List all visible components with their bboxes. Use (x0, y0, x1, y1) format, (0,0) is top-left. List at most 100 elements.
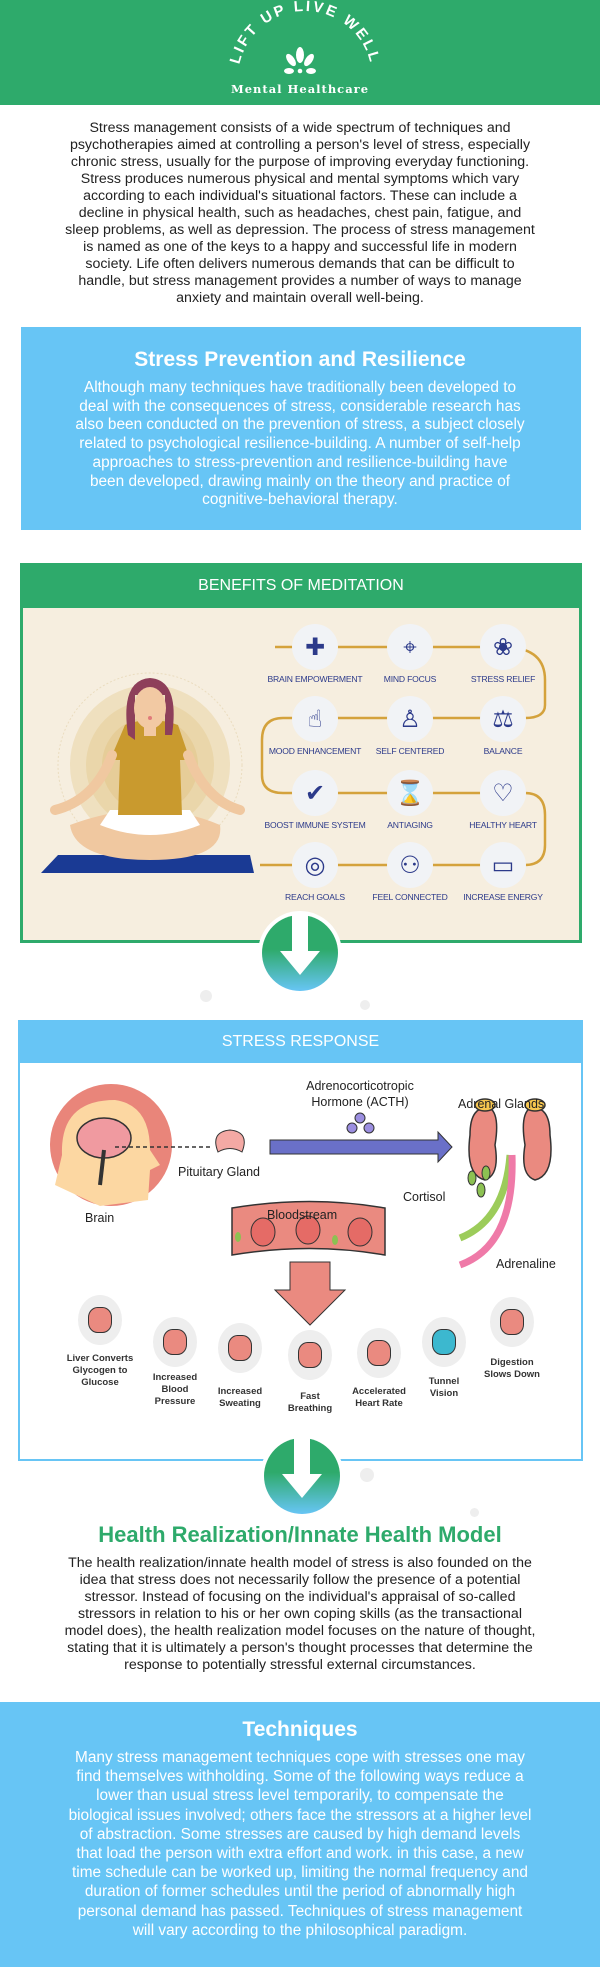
intro-paragraph: Stress management consists of a wide spe… (0, 120, 600, 307)
lungs-icon (288, 1330, 332, 1380)
hair (126, 678, 174, 740)
benefit-label: BOOST IMMUNE SYSTEM (264, 820, 366, 830)
header-banner: LIFT UP LIVE WELL Mental Healthcare (0, 0, 600, 105)
prevention-panel (21, 327, 581, 530)
health-model-title: Health Realization/Innate Health Model (98, 1522, 502, 1547)
benefit-label: BRAIN EMPOWERMENT (267, 674, 363, 684)
benefit-label: SELF CENTERED (375, 746, 445, 756)
text-line: society. Life often delivers numerous de… (85, 256, 515, 272)
effect-label-line: Liver Converts (66, 1353, 134, 1364)
text-line: personal demand has passed. Techniques o… (77, 1902, 523, 1920)
scales-icon: ⚖ (480, 696, 526, 742)
brain-plus-icon: ✚ (292, 624, 338, 670)
battery-icon: ▭ (480, 842, 526, 888)
person-centered-icon: ♙ (387, 696, 433, 742)
techniques-panel (0, 1702, 600, 1967)
effect-label-line: Fast (300, 1391, 320, 1402)
effect-label-line: Glucose (81, 1377, 119, 1388)
benefit-label: FEEL CONNECTED (372, 892, 448, 902)
eye-icon (422, 1317, 466, 1367)
logo: LIFT UP LIVE WELL Mental Healthcare (227, 0, 381, 96)
acth-label-line2: Hormone (ACTH) (311, 1095, 409, 1109)
text-line: Although many techniques have traditiona… (83, 379, 517, 396)
effect-label-line: Vision (429, 1388, 459, 1399)
benefit-label: ANTIAGING (387, 820, 433, 830)
text-line: Stress produces numerous physical and me… (80, 171, 520, 187)
effect-label-line: Glycogen to (72, 1365, 128, 1376)
brain-head-illustration (50, 1084, 172, 1206)
prevention-title: Stress Prevention and Resilience (134, 348, 466, 371)
brain-label: Brain (85, 1211, 115, 1225)
benefit-label: MOOD ENHANCEMENT (268, 746, 362, 756)
lotus-icon (284, 47, 316, 74)
text-line: decline in physical health, such as head… (78, 205, 522, 221)
benefits-title: BENEFITS OF MEDITATION (20, 563, 582, 608)
cortisol-pills-icon (467, 1165, 491, 1198)
adrenaline-arrow (458, 1154, 516, 1269)
effect-label-line: Increased (152, 1372, 198, 1383)
stress-response-title: STRESS RESPONSE (18, 1020, 583, 1063)
text-line: Many stress management techniques cope w… (75, 1749, 525, 1766)
adrenal-glands-icon (468, 1098, 552, 1181)
decor-dot (360, 1000, 370, 1010)
shirt (110, 720, 190, 815)
logo-text: LIFT UP LIVE WELL (227, 0, 381, 66)
effect-label-line: Digestion (490, 1357, 534, 1368)
text-line: approaches to stress-prevention and resi… (92, 453, 508, 471)
text-line: is named as one of the keys to a happy a… (83, 239, 517, 255)
effect-label-line: Tunnel (428, 1376, 460, 1387)
two-people-icon: ⚇ (387, 842, 433, 888)
arrow-down-icon (280, 915, 320, 975)
benefit-label: HEALTHY HEART (469, 820, 537, 830)
text-line: been developed, drawing mainly on the th… (89, 472, 511, 490)
techniques-paragraph: Many stress management techniques cope w… (0, 1748, 600, 1940)
bloodstream-vessel (231, 1200, 386, 1256)
text-line: lower than usual stress level temporaril… (96, 1787, 504, 1805)
techniques-title: Techniques (242, 1718, 358, 1741)
text-line: chronic stress, usually for the purpose … (70, 154, 530, 170)
stomach-icon (490, 1297, 534, 1347)
stress-response-diagram (50, 1084, 552, 1326)
benefit-label: MIND FOCUS (383, 674, 437, 684)
text-line: stating that it is ultimately a person's… (67, 1640, 533, 1656)
benefit-label: STRESS RELIEF (470, 674, 536, 684)
text-line: of abstraction. Some stresses are caused… (79, 1825, 521, 1843)
head-target-icon: ⌖ (387, 624, 433, 670)
text-line: biological issues involved; others face … (68, 1806, 532, 1824)
effects-arrow (273, 1261, 347, 1326)
effect-label-line: Accelerated (352, 1386, 406, 1397)
text-line: deal with the consequences of stress, co… (79, 397, 521, 415)
health-model-paragraph: The health realization/innate health mod… (0, 1555, 600, 1674)
benefit-label: INCREASE ENERGY (463, 892, 543, 902)
text-line: handle, but stress management provides a… (78, 273, 522, 289)
text-line: stressor. Instead of focusing on the ind… (84, 1589, 516, 1605)
text-line: also been conducted on the prevention of… (75, 416, 525, 434)
shield-check-icon: ✔ (292, 770, 338, 816)
adrenaline-label: Adrenaline (496, 1257, 556, 1271)
text-line: cognitive-behavioral therapy. (202, 491, 398, 509)
effect-label-line: Sweating (219, 1398, 261, 1409)
logo-subtitle: Mental Healthcare (231, 82, 369, 96)
heart-pulse-icon: ♡ (480, 770, 526, 816)
decor-dot (470, 1508, 479, 1517)
effect-label-line: Increased (217, 1386, 263, 1397)
text-line: model does), the health realization mode… (64, 1623, 536, 1639)
text-line: that load the person with extra effort a… (76, 1845, 524, 1863)
meditation-illustration (41, 645, 547, 873)
face (134, 687, 166, 729)
effect-label-line: Blood (161, 1384, 189, 1395)
text-line: anxiety and maintain overall well-being. (176, 290, 424, 306)
effect-label-line: Pressure (154, 1396, 196, 1407)
arrow-down-icon (282, 1438, 322, 1498)
effect-label-line: Slows Down (484, 1369, 540, 1380)
benefit-label: REACH GOALS (285, 892, 345, 902)
text-line: find themselves withholding. Some of the… (76, 1768, 524, 1786)
decor-dot (200, 990, 212, 1002)
down-arrow-badge (260, 1434, 344, 1518)
head-lotus-icon: ❀ (480, 624, 526, 670)
